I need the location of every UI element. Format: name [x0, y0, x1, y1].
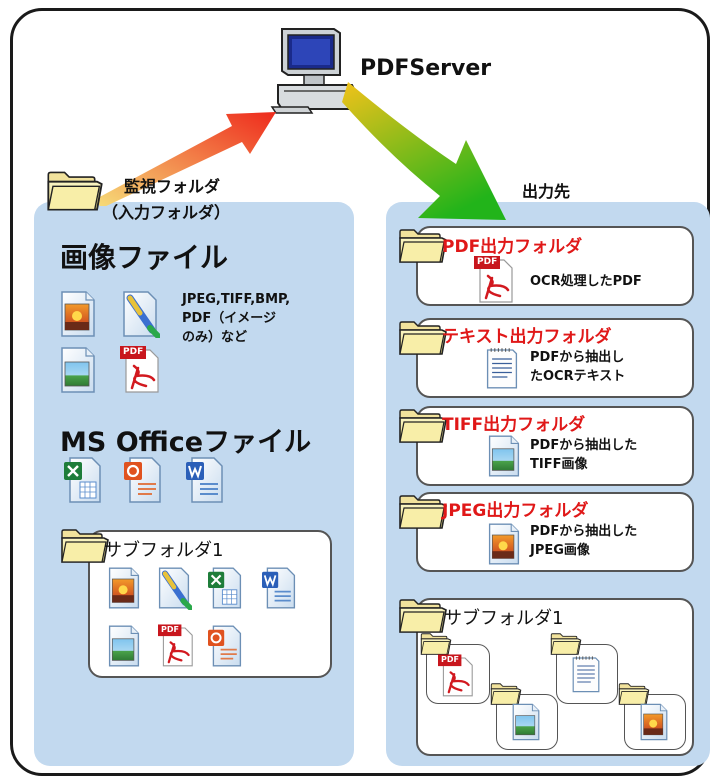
output-arrow	[342, 82, 506, 220]
server-label: PDFServer	[360, 56, 492, 81]
jpeg-output-desc: PDFから抽出した JPEG画像	[530, 522, 637, 560]
sub-powerpoint-icon	[208, 624, 244, 668]
input-subfolder-label: サブフォルダ1	[104, 540, 224, 561]
text-output-desc-line2: たOCRテキスト	[530, 369, 626, 384]
jpeg-output-desc-line1: PDFから抽出した	[530, 524, 638, 539]
office-files-title: MS Officeファイル	[60, 427, 312, 458]
image-sunset-icon	[58, 290, 98, 338]
image-formats-line2: PDF（イメージ	[182, 311, 276, 326]
jpeg-output-folder-title: JPEG出力フォルダ	[442, 501, 589, 521]
text-output-desc: PDFから抽出し たOCRテキスト	[530, 348, 625, 386]
sub-pdf-icon: PDF	[158, 624, 194, 668]
pdf-icon: PDF	[120, 346, 160, 394]
output-label: 出力先	[522, 182, 571, 201]
text-output-folder-icon	[398, 320, 448, 356]
pdf-output-icon: PDF	[474, 256, 514, 304]
watch-folder-icon	[46, 170, 104, 212]
tiff-output-folder-title: TIFF出力フォルダ	[442, 415, 586, 435]
tiff-output-folder-box	[416, 406, 694, 486]
sub-word-icon	[262, 566, 298, 610]
tiff-output-desc-line1: PDFから抽出した	[530, 438, 638, 453]
sub-output-tiff-icon	[510, 702, 542, 742]
watch-folder-label: 監視フォルダ （入力フォルダ）	[102, 174, 230, 226]
image-landscape-icon	[58, 346, 98, 394]
tiff-output-folder-icon	[398, 408, 448, 444]
tiff-image-icon	[486, 434, 522, 478]
jpeg-output-folder-box	[416, 492, 694, 572]
pdf-output-desc: OCR処理したPDF	[530, 274, 642, 289]
jpeg-output-folder-icon	[398, 494, 448, 530]
sub-output-jpeg-icon	[638, 702, 670, 742]
pdf-output-icon-text: PDF	[477, 257, 498, 267]
powerpoint-icon	[124, 456, 164, 504]
tiff-output-desc-line2: TIFF画像	[530, 457, 588, 472]
output-subfolder-icon	[398, 598, 448, 634]
image-formats-line3: のみ）など	[182, 330, 248, 345]
pdf-output-folder-title: PDF出力フォルダ	[442, 237, 583, 257]
input-arrow	[94, 112, 276, 206]
text-output-folder-box	[416, 318, 694, 398]
word-icon	[186, 456, 226, 504]
text-document-icon	[484, 344, 520, 392]
watch-folder-label-line2: （入力フォルダ）	[102, 203, 231, 222]
input-subfolder-icon	[60, 528, 110, 564]
image-files-title: 画像ファイル	[60, 241, 229, 274]
image-formats-line1: JPEG,TIFF,BMP,	[182, 292, 291, 307]
output-subfolder-label: サブフォルダ1	[444, 608, 564, 629]
sub-paint-icon	[156, 566, 192, 610]
sub-excel-icon	[208, 566, 244, 610]
sub-output-pdf-icon-text: PDF	[441, 655, 459, 664]
pdf-output-folder-icon	[398, 228, 448, 264]
image-formats: JPEG,TIFF,BMP, PDF（イメージ のみ）など	[182, 290, 290, 347]
pdf-output-folder-box	[416, 226, 694, 306]
watch-folder-label-line1: 監視フォルダ	[124, 177, 221, 196]
sub-output-pdf-icon: PDF	[438, 654, 474, 698]
text-output-desc-line1: PDFから抽出し	[530, 350, 625, 365]
jpeg-output-desc-line2: JPEG画像	[530, 543, 590, 558]
sub-image-landscape-icon	[106, 624, 142, 668]
excel-icon	[64, 456, 104, 504]
jpeg-image-icon	[486, 522, 522, 566]
paint-icon	[120, 290, 160, 338]
tiff-output-desc: PDFから抽出した TIFF画像	[530, 436, 637, 474]
sub-image-sunset-icon	[106, 566, 142, 610]
sub-pdf-icon-text: PDF	[161, 625, 179, 634]
sub-pdf-folder-icon	[420, 632, 452, 656]
pdf-icon-text: PDF	[123, 347, 144, 357]
sub-output-text-icon	[570, 652, 602, 696]
text-output-folder-title: テキスト出力フォルダ	[442, 327, 612, 347]
